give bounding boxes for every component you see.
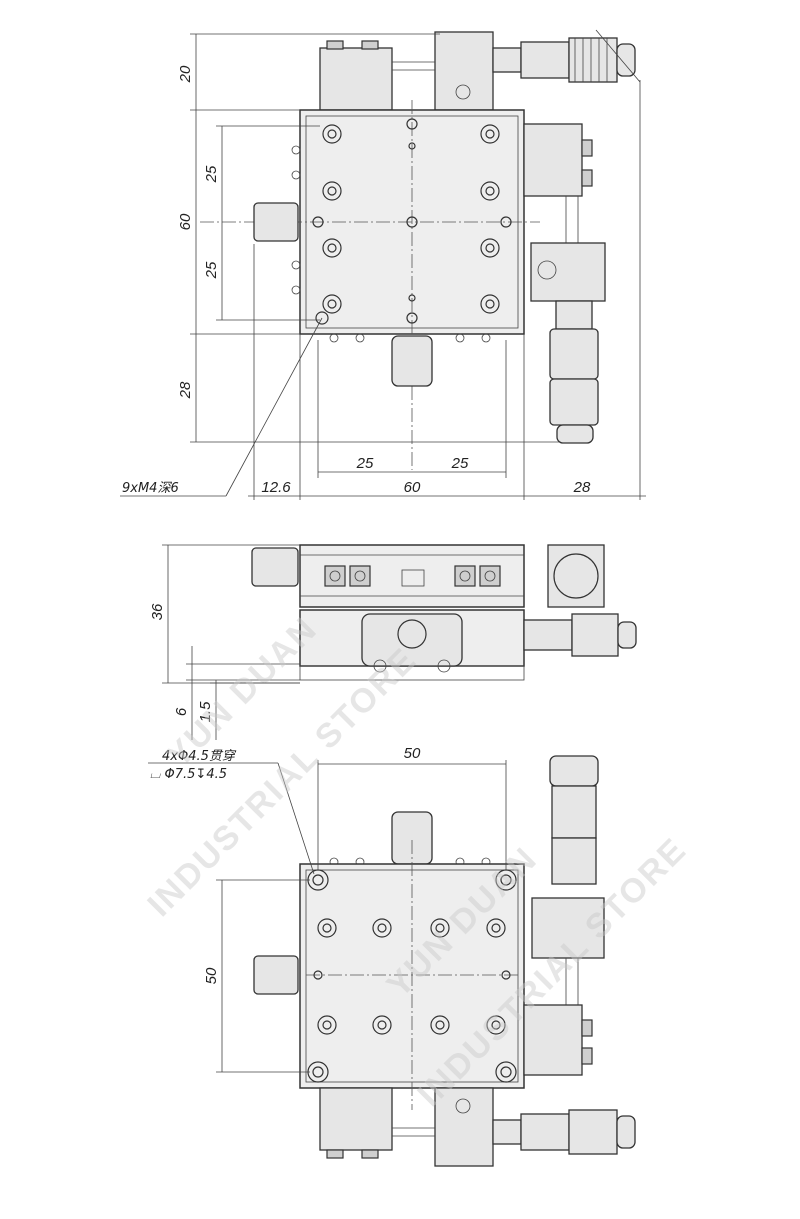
dim-top-20: 20 xyxy=(177,65,194,83)
side-view xyxy=(162,544,637,740)
dim-side-36: 36 xyxy=(149,603,166,620)
counterbore-note: ⌴ Φ7.5↧4.5 xyxy=(150,767,227,782)
dim-side-1-5: 1.5 xyxy=(197,701,214,723)
dim-bottom-50-horizontal: 50 xyxy=(404,745,421,762)
dim-top-25-lower: 25 xyxy=(203,261,220,279)
dim-top-25-right: 25 xyxy=(451,455,469,472)
dim-top-25-upper: 25 xyxy=(203,165,220,183)
dim-top-28-horizontal: 28 xyxy=(573,479,591,496)
dim-top-28-vertical: 28 xyxy=(177,381,194,399)
dim-top-60-horizontal: 60 xyxy=(404,479,421,496)
top-view xyxy=(120,29,646,500)
dim-bottom-50-vertical: 50 xyxy=(203,967,220,984)
dim-top-25-left: 25 xyxy=(356,455,374,472)
through-hole-note: 4xΦ4.5贯穿 xyxy=(162,749,237,764)
bottom-view xyxy=(148,755,636,1167)
dim-top-60-vertical: 60 xyxy=(177,213,194,230)
dim-side-6: 6 xyxy=(173,707,190,716)
hole-note-m4: 9xM4深6 xyxy=(122,481,179,496)
dim-top-12-6: 12.6 xyxy=(261,479,291,496)
